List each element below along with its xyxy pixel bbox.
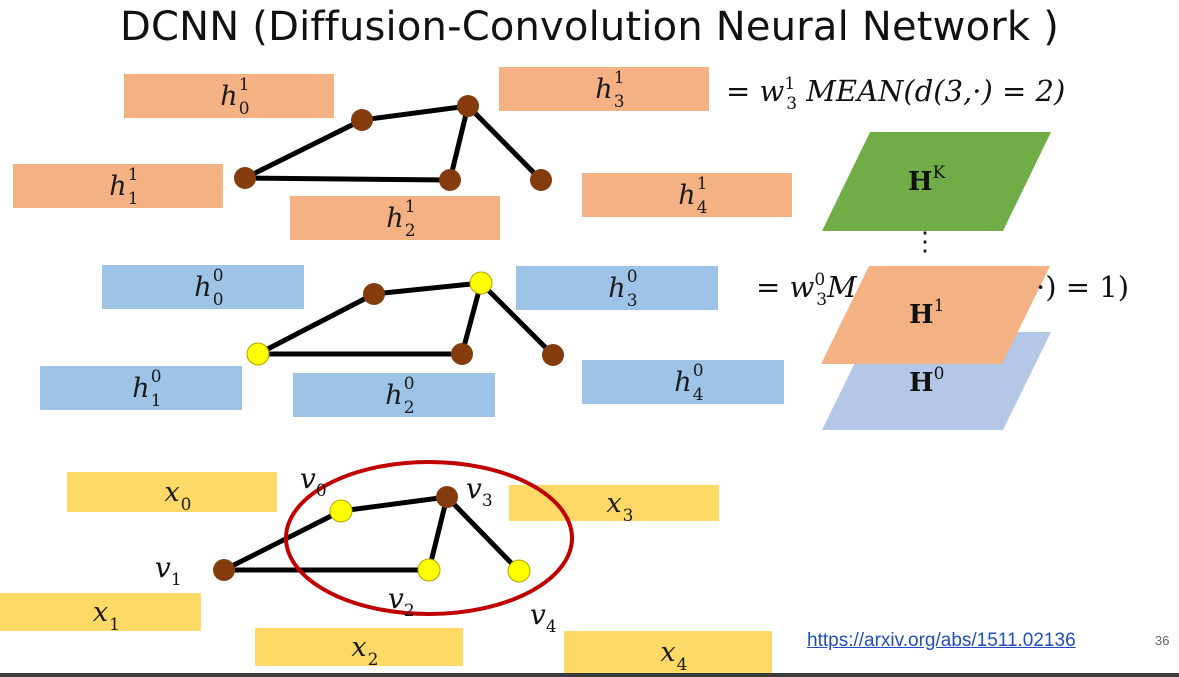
graph-layer-0-nodes <box>246 271 564 366</box>
node-l1-v2 <box>439 169 461 191</box>
node-l1-v0 <box>351 109 373 131</box>
equation-layer-1: = w13 MEAN(d(3,·) = 2) <box>726 74 1066 114</box>
label-v1: v1 <box>155 551 182 590</box>
layer-h1-label: H1 <box>909 296 945 330</box>
node-in-v1 <box>213 559 235 581</box>
node-in-v2 <box>417 558 441 582</box>
page-number: 36 <box>1155 633 1170 648</box>
page-title: DCNN (Diffusion-Convolution Neural Netwo… <box>119 4 1060 50</box>
label-v4: v4 <box>530 598 557 637</box>
slide-bottom-bar <box>0 673 1179 677</box>
ellipsis-icon: ⋮ <box>912 227 938 257</box>
graph-layer-1-nodes <box>234 95 552 191</box>
node-in-v4 <box>507 559 531 583</box>
node-l1-v3 <box>457 95 479 117</box>
layer-hk-label: HK <box>908 163 946 197</box>
layer-h0-label: H0 <box>909 364 945 398</box>
graph-input-nodes <box>213 486 531 583</box>
equation-layer-0-left: = w03M <box>756 270 857 310</box>
equation-layer-0-right: ·) = 1) <box>1036 270 1130 304</box>
node-l0-v4 <box>542 344 564 366</box>
paper-link[interactable]: https://arxiv.org/abs/1511.02136 <box>807 630 1076 651</box>
node-l1-v4 <box>530 169 552 191</box>
layer-h1-parallelogram <box>821 266 1050 364</box>
graph-input <box>222 494 521 573</box>
node-in-v0 <box>329 499 353 523</box>
label-v3: v3 <box>466 472 493 511</box>
label-v0: v0 <box>300 462 327 501</box>
node-l0-v2 <box>451 343 473 365</box>
node-l0-v0 <box>363 283 385 305</box>
layer-hk-parallelogram <box>822 132 1051 231</box>
node-l0-v1 <box>246 342 270 366</box>
node-l0-v3 <box>469 271 493 295</box>
label-v2: v2 <box>388 582 415 621</box>
node-in-v3 <box>436 486 458 508</box>
neighborhood-ellipse <box>284 460 574 616</box>
graph-layer-0 <box>256 280 555 357</box>
node-l1-v1 <box>234 167 256 189</box>
graph-layer-1 <box>243 103 543 183</box>
